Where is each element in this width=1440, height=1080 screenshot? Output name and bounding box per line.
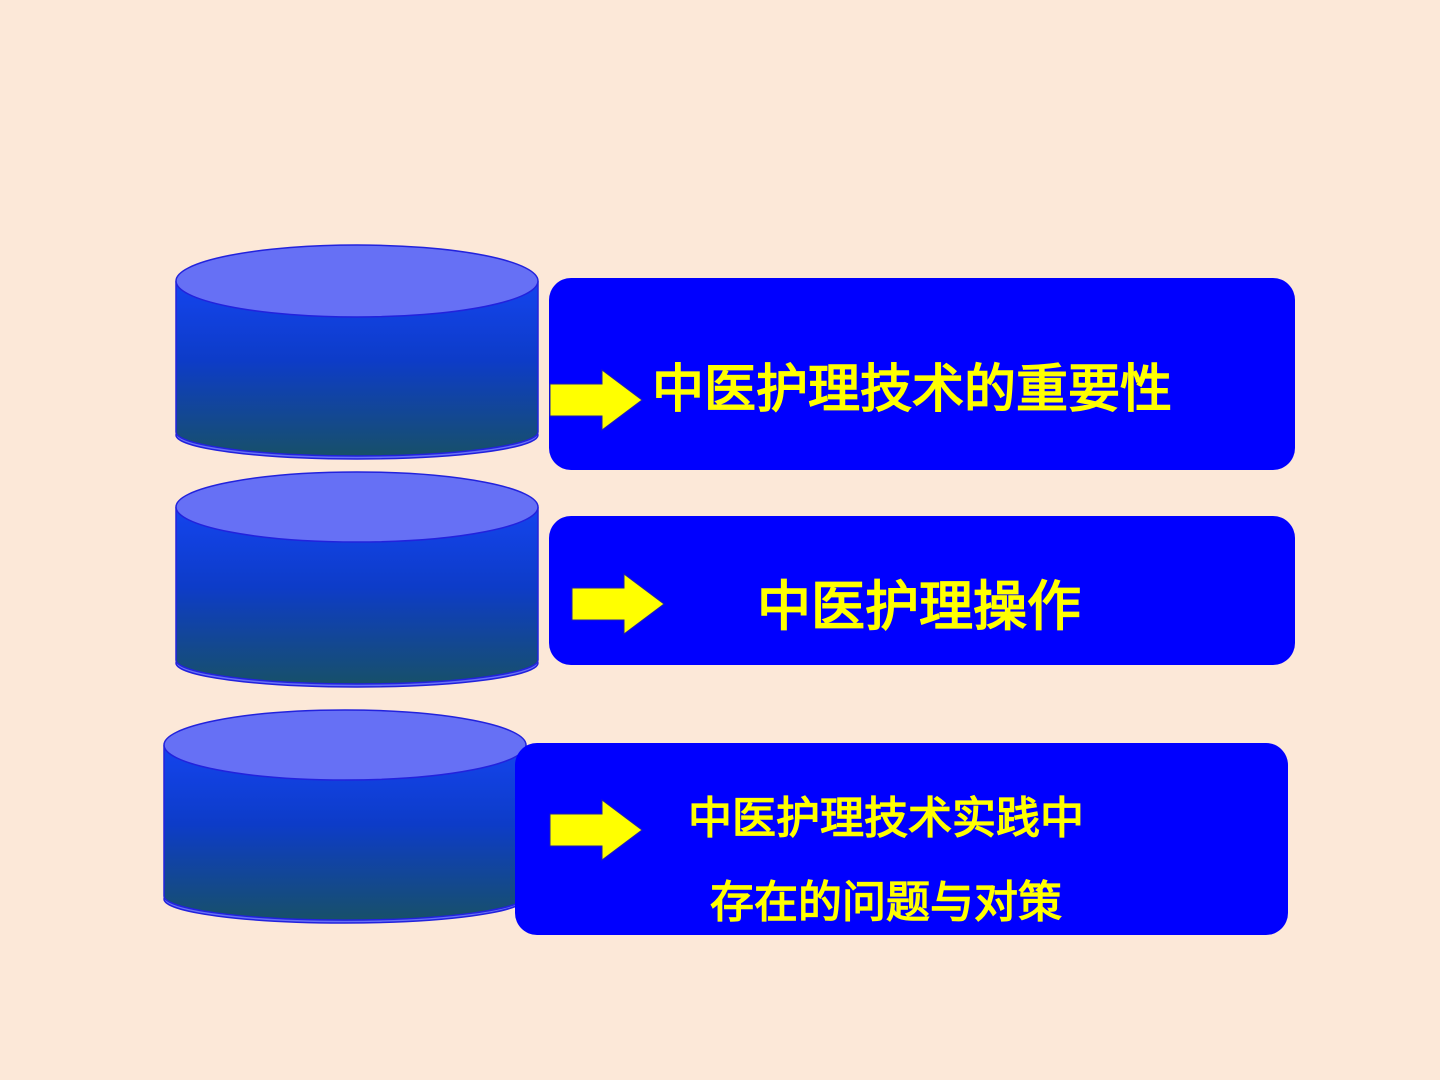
arrow-right-icon [549, 369, 643, 431]
arrow-right-icon [549, 799, 643, 861]
item-label-3-line-1: 中医护理技术实践中 [688, 793, 1084, 844]
item-label-1: 中医护理技术的重要性 [652, 360, 1173, 420]
cylinder-2 [175, 471, 539, 688]
cylinder-3 [163, 709, 527, 924]
item-box-2 [549, 516, 1295, 665]
arrow-right-icon [571, 573, 665, 635]
item-box-1 [549, 278, 1295, 470]
item-label-2: 中医护理操作 [757, 575, 1081, 638]
item-box-3 [515, 743, 1288, 935]
cylinder-1 [175, 244, 539, 460]
item-label-3-line-2: 存在的问题与对策 [710, 877, 1062, 928]
